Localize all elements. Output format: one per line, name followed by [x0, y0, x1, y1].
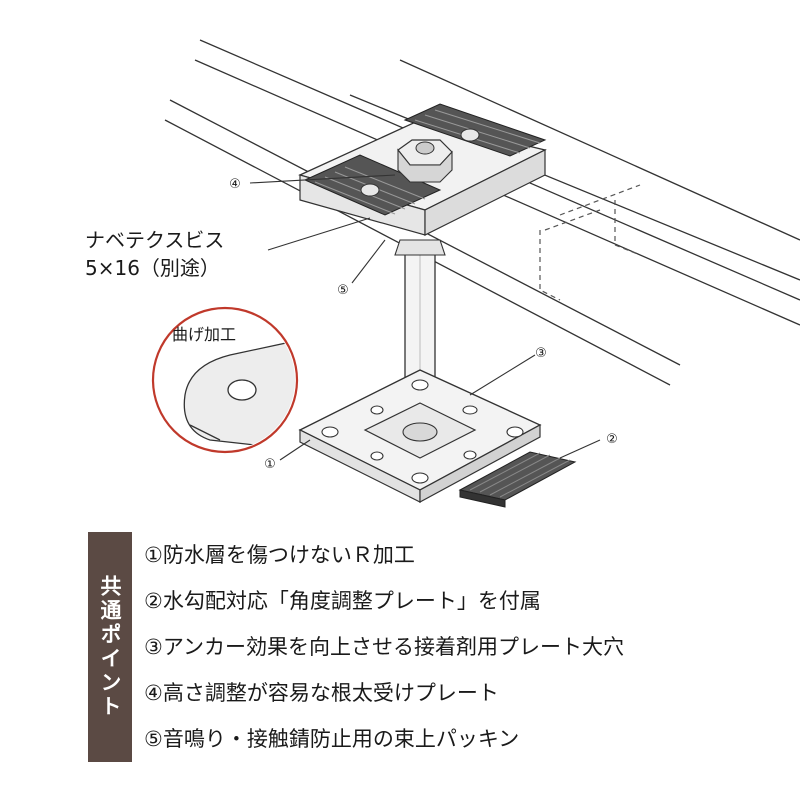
screw-heads: [360, 128, 480, 197]
common-points-list: ①防水層を傷つけないＲ加工 ②水勾配対応「角度調整プレート」を付属 ③アンカー効…: [144, 532, 794, 762]
callout-1: ①: [264, 457, 276, 472]
inset-label: 曲げ加工: [172, 325, 236, 344]
point-item: ①防水層を傷つけないＲ加工: [144, 543, 415, 567]
floor-post-diagram: ④ ⑤ ③ ② ① ナベテクスビス 5×16（別途） 曲げ加工: [85, 39, 800, 508]
leader-lines: [249, 174, 601, 461]
callout-4: ④: [229, 177, 241, 192]
common-points-heading: 共通ポイント: [88, 532, 132, 762]
base-plate-holes: [321, 379, 524, 484]
point-item: ⑤音鳴り・接触錆防止用の束上パッキン: [144, 727, 520, 751]
base-plate: [298, 369, 542, 504]
callout-5: ⑤: [337, 283, 349, 298]
callout-2: ②: [606, 432, 618, 447]
height-adjust-nut: [397, 139, 453, 183]
callout-3: ③: [535, 346, 547, 361]
bend-detail-inset: [151, 306, 299, 454]
hidden-beam-outline: [539, 184, 641, 301]
screw-label-line2: 5×16（別途）: [85, 256, 220, 280]
angle-adjust-plate: [458, 451, 577, 508]
point-item: ②水勾配対応「角度調整プレート」を付属: [144, 589, 541, 613]
common-points-panel: 共通ポイント ①防水層を傷つけないＲ加工 ②水勾配対応「角度調整プレート」を付属…: [88, 532, 800, 762]
point-item: ④高さ調整が容易な根太受けプレート: [144, 681, 499, 705]
point-item: ③アンカー効果を向上させる接着剤用プレート大穴: [144, 635, 624, 659]
screw-label-line1: ナベテクスビス: [85, 228, 224, 252]
